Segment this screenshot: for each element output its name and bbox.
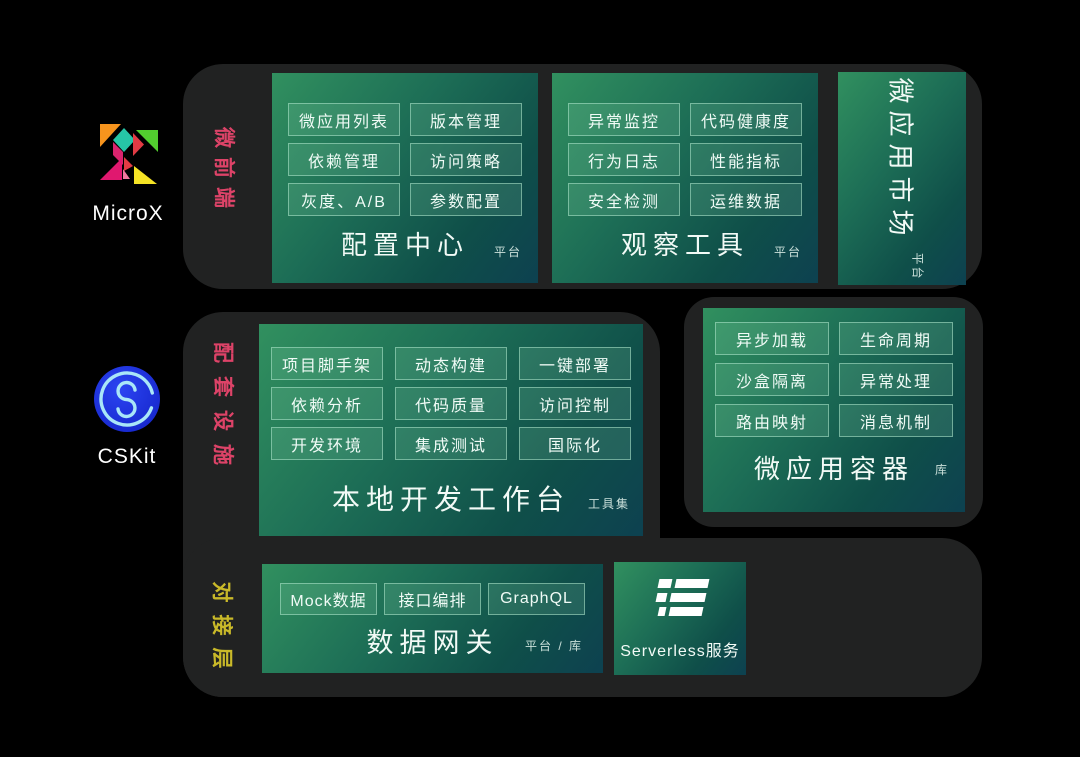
panel-title: 观察工具 [620,230,749,260]
feature-box: 代码健康度 [690,103,802,136]
feature-box: 灰度、A/B [288,183,400,216]
panel-title: 本地开发工作台 [331,484,570,515]
feature-box: 国际化 [519,427,631,460]
observe-box-grid: 异常监控 代码健康度 行为日志 性能指标 安全检测 运维数据 [552,103,818,216]
feature-box: 性能指标 [690,143,802,176]
feature-box: 接口编排 [384,583,481,615]
serverless-icon [651,579,710,616]
feature-box: 消息机制 [839,404,953,437]
panel-title: 配置中心 [340,230,469,260]
feature-box: 安全检测 [568,183,680,216]
workbench-box-grid: 项目脚手架 动态构建 一键部署 依赖分析 代码质量 访问控制 开发环境 集成测试… [259,347,643,460]
panel-tag: 库 [934,463,949,477]
feature-box: 微应用列表 [288,103,400,136]
panel-tag: 平台 [910,252,925,281]
feature-box: 版本管理 [410,103,522,136]
feature-box: 一键部署 [519,347,631,380]
panel-tag: 平台 [773,245,802,259]
feature-box: 生命周期 [839,322,953,355]
feature-box: 访问控制 [519,387,631,420]
feature-box: 参数配置 [410,183,522,216]
panel-microapp-market: 微应用市场 平台 [838,72,966,285]
feature-box: 开发环境 [271,427,383,460]
feature-box: GraphQL [488,583,585,615]
feature-box: 行为日志 [568,143,680,176]
feature-box: 异常监控 [568,103,680,136]
feature-box: 访问策略 [410,143,522,176]
feature-box: 集成测试 [395,427,507,460]
panel-serverless: Serverless服务 [614,562,746,675]
panel-local-dev-workbench: 项目脚手架 动态构建 一键部署 依赖分析 代码质量 访问控制 开发环境 集成测试… [259,324,643,536]
panel-title: Serverless服务 [620,643,740,660]
feature-box: 路由映射 [715,404,829,437]
panel-data-gateway: Mock数据 接口编排 GraphQL 数据网关 平台 / 库 [262,564,603,673]
vertical-title-wrap: 微应用市场 平台 [884,76,925,282]
feature-box: 异常处理 [839,363,953,396]
side-label-supporting: 配套设施 [211,342,234,478]
feature-box: 动态构建 [395,347,507,380]
microx-logo-caption: MicroX [92,202,164,225]
cskit-logo-caption: CSKit [97,445,157,468]
feature-box: 异步加载 [715,322,829,355]
cskit-logo: CSKit [77,365,177,469]
microx-logo-icon [100,124,158,184]
panel-microapp-container: 异步加载 生命周期 沙盒隔离 异常处理 路由映射 消息机制 微应用容器 库 [703,308,965,512]
panel-config-center: 微应用列表 版本管理 依赖管理 访问策略 灰度、A/B 参数配置 配置中心 平台 [272,73,538,283]
feature-box: Mock数据 [280,583,377,615]
cskit-logo-icon [94,366,160,432]
feature-box: 代码质量 [395,387,507,420]
panel-title: 微应用容器 [753,454,914,484]
panel-title: 数据网关 [366,628,499,658]
feature-box: 运维数据 [690,183,802,216]
feature-box: 沙盒隔离 [715,363,829,396]
feature-box: 依赖分析 [271,387,383,420]
microx-logo: MicroX [78,124,178,226]
panel-tag: 平台 / 库 [524,639,583,653]
side-label-integration: 对接层 [210,581,233,681]
panel-tag: 平台 [493,245,522,259]
feature-box: 依赖管理 [288,143,400,176]
container-box-grid: 异步加载 生命周期 沙盒隔离 异常处理 路由映射 消息机制 [703,322,965,437]
panel-observe-tools: 异常监控 代码健康度 行为日志 性能指标 安全检测 运维数据 观察工具 平台 [552,73,818,283]
gateway-box-grid: Mock数据 接口编排 GraphQL [262,583,603,615]
config-box-grid: 微应用列表 版本管理 依赖管理 访问策略 灰度、A/B 参数配置 [272,103,538,216]
side-label-micro-frontend: 微前端 [212,127,235,217]
panel-title: 微应用市场 [885,76,916,242]
panel-tag: 工具集 [587,497,630,511]
feature-box: 项目脚手架 [271,347,383,380]
